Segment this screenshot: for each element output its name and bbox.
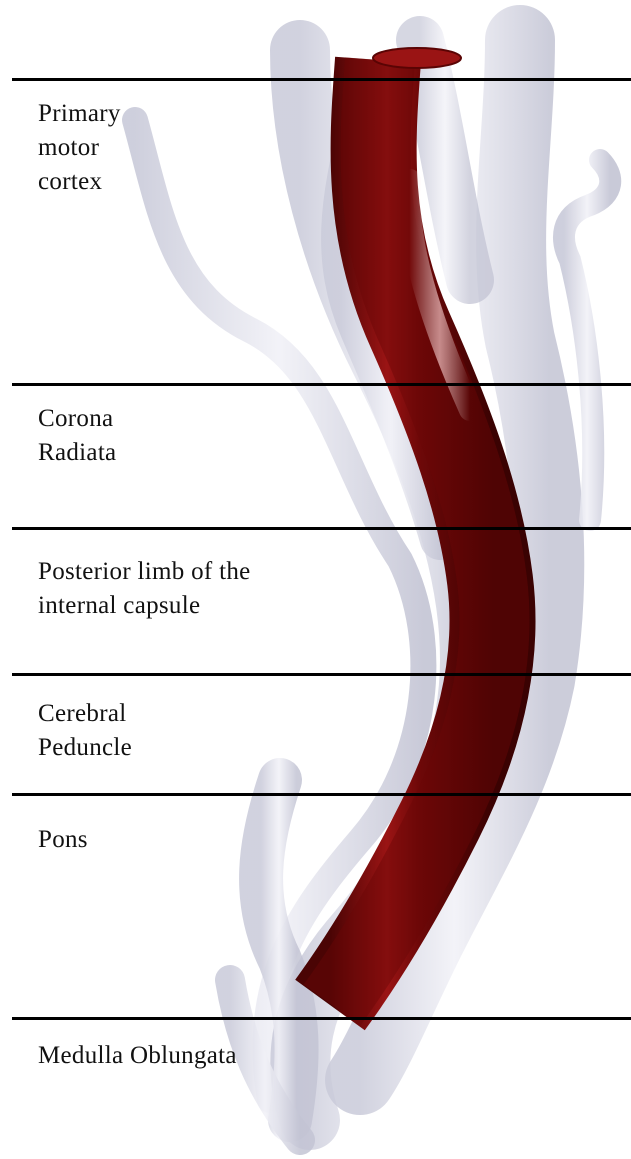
region-label-line: Cerebral	[38, 697, 132, 731]
region-label-line: cortex	[38, 165, 121, 199]
region-label-line: Medulla Oblungata	[38, 1039, 237, 1073]
fiber-strand	[420, 40, 470, 280]
region-label-line: internal capsule	[38, 589, 251, 623]
region-label-line: Radiata	[38, 436, 116, 470]
divider-line	[12, 673, 631, 676]
region-label-posterior-limb-internal-capsule: Posterior limb of theinternal capsule	[38, 555, 251, 623]
divider-line	[12, 527, 631, 530]
region-label-line: Corona	[38, 402, 116, 436]
region-label-pons: Pons	[38, 823, 88, 857]
region-label-corona-radiata: CoronaRadiata	[38, 402, 116, 470]
region-label-line: motor	[38, 131, 121, 165]
region-label-line: Primary	[38, 97, 121, 131]
region-label-line: Peduncle	[38, 731, 132, 765]
divider-line	[12, 1017, 631, 1020]
region-label-line: Posterior limb of the	[38, 555, 251, 589]
divider-line	[12, 78, 631, 81]
region-label-cerebral-peduncle: CerebralPeduncle	[38, 697, 132, 765]
region-label-medulla-oblungata: Medulla Oblungata	[38, 1039, 237, 1073]
divider-line	[12, 793, 631, 796]
region-label-primary-motor-cortex: Primarymotorcortex	[38, 97, 121, 199]
divider-line	[12, 383, 631, 386]
region-label-line: Pons	[38, 823, 88, 857]
